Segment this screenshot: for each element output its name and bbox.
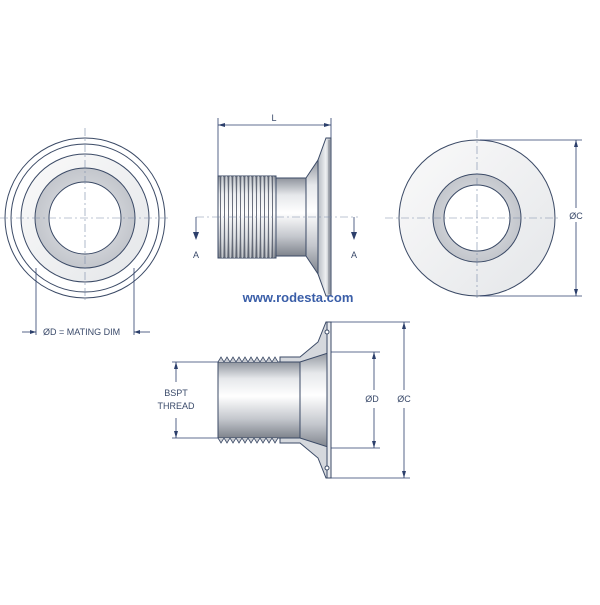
inner-dia-arrow-top xyxy=(372,352,376,359)
thread-teeth-bottom xyxy=(217,437,279,444)
inner-dia-arrow-bottom xyxy=(372,441,376,448)
inner-dia-label: ØD xyxy=(365,394,379,404)
side-view: L A A xyxy=(193,113,358,297)
outer-dia-arrow-bottom xyxy=(402,471,406,478)
right-dia-arrow-top xyxy=(574,140,578,147)
section-arrow-right xyxy=(351,232,357,240)
thread-teeth-top xyxy=(217,356,279,363)
length-arrow-right xyxy=(324,123,331,127)
gasket-groove-top xyxy=(324,329,330,335)
section-arrow-left xyxy=(193,232,199,240)
outer-dia-arrow-top xyxy=(402,322,406,329)
left-end-view: ØD = MATING DIM xyxy=(0,128,170,337)
length-label: L xyxy=(271,113,276,123)
thread-label-line1: BSPT xyxy=(164,388,188,398)
right-dia-label: ØC xyxy=(569,211,583,221)
section-flange-face xyxy=(326,321,332,479)
section-tube xyxy=(217,361,301,439)
website-watermark: www.rodesta.com xyxy=(242,290,354,305)
mating-dim-arrow-right xyxy=(134,330,140,334)
thread-arrow-bottom xyxy=(174,431,178,438)
section-label-left: A xyxy=(193,250,199,260)
right-end-view: ØC xyxy=(385,130,587,298)
right-dia-label-bg xyxy=(565,208,587,222)
mating-dim-arrow-left xyxy=(30,330,36,334)
mating-dim-label: ØD = MATING DIM xyxy=(43,327,120,337)
length-arrow-left xyxy=(218,123,225,127)
outer-dia-label: ØC xyxy=(397,394,411,404)
section-cone-interior xyxy=(299,351,332,449)
section-view: BSPT THREAD ØD ØC xyxy=(157,321,411,479)
section-label-right: A xyxy=(351,250,357,260)
gasket-groove-bottom xyxy=(324,465,330,471)
right-dia-arrow-bottom xyxy=(574,289,578,296)
thread-label-line2: THREAD xyxy=(157,401,195,411)
thread-arrow-top xyxy=(174,362,178,369)
